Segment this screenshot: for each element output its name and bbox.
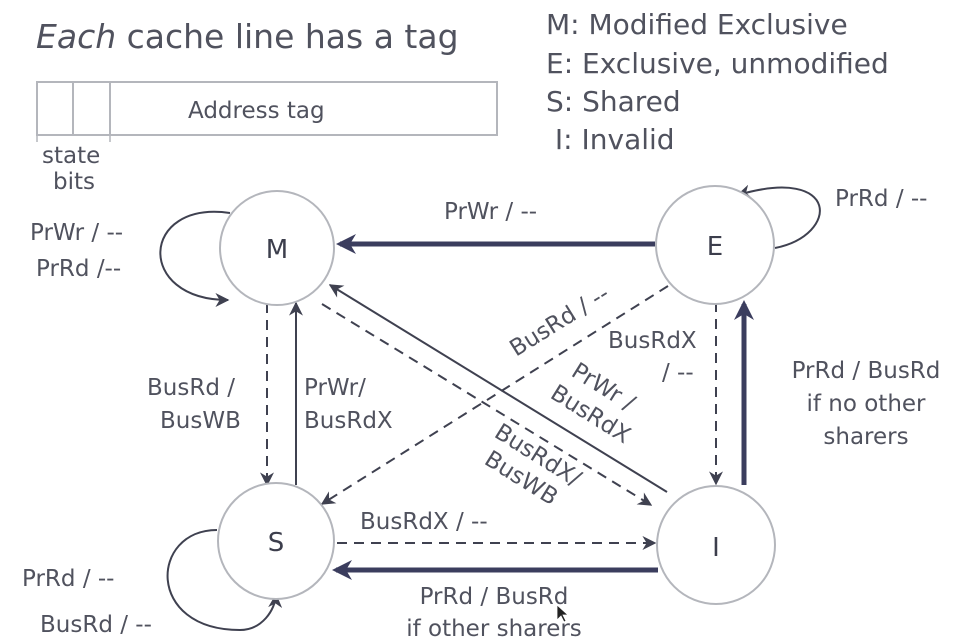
label-e-to-m: PrWr / -- (444, 199, 537, 225)
legend-item-m: M: Modified Exclusive (546, 8, 848, 41)
arrow-e-to-s (320, 285, 669, 505)
legend-item-e: E: Exclusive, unmodified (546, 47, 889, 80)
legend-item-s: S: Shared (546, 85, 681, 118)
state-s[interactable]: S (217, 482, 335, 600)
state-bits-label-1: state (42, 143, 100, 169)
cache-line-tag-box: Address tag state bits (36, 81, 498, 195)
legend-item-i: I: Invalid (546, 123, 675, 156)
state-e-circle (655, 185, 775, 305)
label-m-to-s-1: BusRd / (147, 375, 235, 401)
label-e-to-s: BusRd / -- (505, 281, 614, 362)
state-i[interactable]: I (656, 485, 776, 605)
arrow-i-to-m (328, 284, 668, 493)
state-s-circle (217, 482, 335, 600)
state-s-label: S (268, 528, 285, 558)
label-i-to-e-1: PrRd / BusRd (792, 358, 941, 384)
mouse-cursor-icon (556, 604, 570, 623)
e-self-loop-arrow (736, 184, 821, 249)
m-self-loop-arrow (159, 210, 231, 307)
label-s-to-i: BusRdX / -- (360, 509, 488, 535)
label-i-to-e-3: sharers (823, 424, 908, 450)
state-m-circle (219, 190, 335, 306)
state-e[interactable]: E (655, 185, 775, 305)
label-e-self: PrRd / -- (835, 186, 927, 212)
state-i-label: I (712, 533, 720, 563)
slide-title: Each cache line has a tag (36, 17, 459, 56)
label-m-self-2: PrRd /-- (36, 256, 121, 282)
label-i-to-e-2: if no other (806, 391, 926, 417)
state-i-circle (656, 485, 776, 605)
state-m-label: M (266, 235, 288, 265)
label-i-to-s-1: PrRd / BusRd (420, 584, 569, 610)
label-e-to-i-1: BusRdX (608, 328, 697, 354)
state-legend: M: Modified Exclusive E: Exclusive, unmo… (546, 8, 889, 156)
state-e-label: E (707, 232, 723, 262)
label-m-to-s-2: BusWB (160, 408, 241, 434)
state-bits-label-2: bits (53, 169, 95, 195)
tag-box-outline (36, 81, 498, 136)
state-bits-bracket (36, 135, 111, 142)
arrow-m-to-i (321, 303, 653, 506)
label-i-to-s-2: if other sharers (406, 616, 582, 642)
label-e-to-i-2: / -- (662, 360, 694, 386)
label-s-self-1: PrRd / -- (22, 566, 114, 592)
address-tag-label: Address tag (188, 98, 325, 124)
label-s-to-m-1: PrWr/ (304, 375, 366, 401)
state-m[interactable]: M (219, 190, 335, 306)
label-s-to-m-2: BusRdX (304, 408, 393, 434)
label-m-self-1: PrWr / -- (30, 220, 123, 246)
label-s-self-2: BusRd / -- (40, 612, 152, 638)
s-self-loop-arrow (166, 529, 283, 632)
